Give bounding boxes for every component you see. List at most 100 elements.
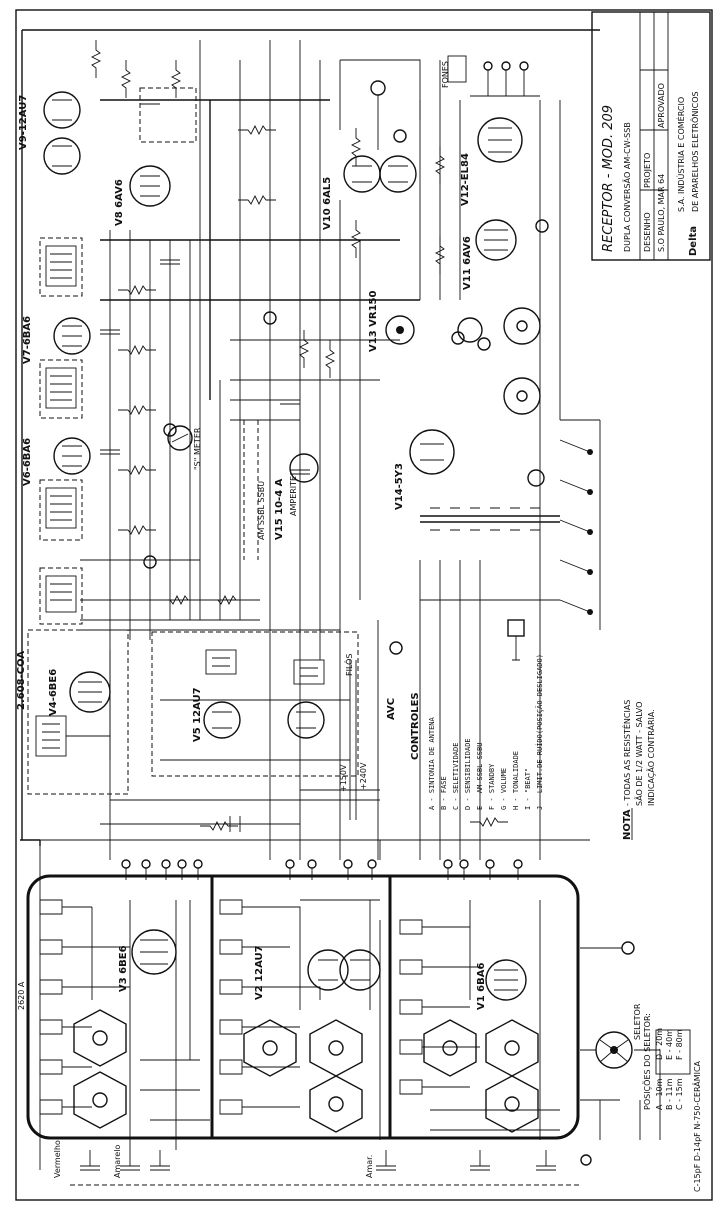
power-transformer (420, 469, 560, 531)
bus-labels: AVC +240V +150V (339, 698, 397, 792)
selector-label: SELETOR (633, 1003, 642, 1040)
power-plug (507, 619, 525, 661)
control-item-d: D - SENSIBILIDADE (464, 738, 472, 810)
controls-legend: CONTROLES A - SINTONIA DE ANTENA B - FAS… (410, 654, 544, 810)
tube-v4: V4-6BE6 (48, 669, 59, 716)
selector-pos-c: C - 15m (675, 1078, 684, 1110)
plus240-label: +240V (359, 762, 368, 790)
nota-heading: NOTA (622, 809, 633, 840)
mode-switch: AM SSBL SSBU (243, 420, 266, 560)
svg-text:V13 VR150: V13 VR150 (368, 291, 379, 352)
tube-v1: V1 6BA6 (476, 959, 527, 1010)
trimmer-capacitors: Vermelho Amarelo Amar. C-15pF D-14pF N-7… (53, 1060, 702, 1192)
chassis-label: 2620 A (17, 981, 26, 1010)
tube-v10: V10 6AL5 (322, 59, 421, 230)
title-block: RECEPTOR - MOD. 209 DUPLA CONVERSÃO AM-C… (591, 11, 711, 261)
tube-v7: V7-6BA6 (22, 316, 91, 364)
bus-wires (20, 29, 600, 860)
selector-pos-f: F - 80m (675, 1029, 684, 1060)
passive-components (90, 40, 508, 832)
control-item-i: I - "BEAT" (524, 768, 532, 810)
control-item-c: C - SELETIVIDADE (452, 743, 460, 810)
tube-v3: V3 6BE6 (118, 929, 177, 992)
terminal-row (39, 816, 590, 1170)
rf-frontend-block: 2620 A (17, 874, 580, 1140)
control-item-h: H - TONALIDADE (512, 751, 520, 810)
schematic-title: RECEPTOR - MOD. 209 (601, 105, 616, 252)
octal-sockets (457, 307, 541, 415)
tube-v9: V9-12AU7 (18, 91, 81, 175)
antenna-label-yellow: Amarelo (113, 1145, 122, 1178)
capacitor-note: C-15pF D-14pF N-750-CERÂMICA (691, 1060, 702, 1192)
company-logo: Delta (688, 226, 699, 256)
tube-v11: V11 6AV6 (462, 219, 517, 290)
control-item-g: G - VOLUME (500, 768, 508, 810)
control-markers (143, 129, 549, 655)
selector-pos-a: A - 10m (655, 1078, 664, 1110)
tube-v14: V14-5Y3 (394, 429, 455, 510)
svg-text:V8 6AV6: V8 6AV6 (114, 179, 125, 226)
tube-v8: V8 6AV6 (114, 165, 171, 226)
antenna-label-amar: Amar. (365, 1155, 374, 1178)
svg-text:V9-12AU7: V9-12AU7 (18, 95, 29, 150)
nota-line-3: INDICAÇÃO CONTRÁRIA. (645, 709, 656, 806)
svg-text:V6-6BA6: V6-6BA6 (22, 438, 33, 486)
selector-pos-e: E - 40m (665, 1029, 674, 1060)
svg-text:V14-5Y3: V14-5Y3 (394, 463, 405, 510)
if-transformers (39, 237, 83, 625)
svg-text:V15 10-4 A: V15 10-4 A (274, 478, 285, 540)
selector-pos-b: B - 11m (665, 1078, 674, 1110)
tube-v15: V15 10-4 A AMPERITE (274, 453, 319, 540)
control-item-f: F - STANDBY (488, 763, 496, 810)
tube-v12: V12-EL84 (460, 117, 523, 206)
aprovado-label: APROVADO (657, 83, 666, 128)
control-item-b: B - FASE (440, 776, 448, 810)
controls-heading: CONTROLES (410, 692, 421, 760)
schematic-subtitle: DUPLA CONVERSÃO AM-CW-SSB (622, 122, 632, 252)
svg-text:V11 6AV6: V11 6AV6 (462, 236, 473, 290)
filter-label: FILÔS (343, 653, 354, 676)
svg-text:V10 6AL5: V10 6AL5 (322, 177, 333, 230)
nota-line-1: - TODAS AS RESISTÊNCIAS (621, 700, 632, 806)
desenho-label: DESENHO (643, 212, 652, 252)
tube-v13: V13 VR150 (368, 291, 415, 352)
selector-heading: POSIÇÕES DO SELETOR: (641, 1013, 652, 1110)
svg-text:V1 6BA6: V1 6BA6 (476, 963, 487, 1010)
tube-v2: V2 12AU7 (254, 945, 381, 1000)
avc-label: AVC (386, 698, 397, 720)
plus150-label: +150V (339, 764, 348, 792)
fones-label: FONES (441, 61, 450, 88)
control-item-j: J - LIMIT.DE RUÍDO(POSIÇÃO DESLIGADO) (535, 654, 544, 810)
s-meter-label: "S" METER (193, 427, 202, 470)
date-label: S.O PAULO, MAR 64 (657, 174, 666, 252)
selector-pos-d: D - 20m (655, 1028, 664, 1060)
module-coa: 2.608-COA V4-6BE6 V5 12AU7 FILÔS (16, 629, 359, 795)
rf-coils (39, 899, 423, 1115)
svg-text:V2 12AU7: V2 12AU7 (254, 945, 265, 1000)
control-item-a: A - SINTONIA DE ANTENA (428, 716, 436, 810)
projeto-label: PROJETO (643, 153, 652, 188)
nota-line-2: SÃO DE 1/2 WATT - SALVO (634, 702, 644, 806)
selector-switch: SELETOR POSIÇÕES DO SELETOR: A - 10m B -… (580, 941, 691, 1140)
headphone-jack: FONES (441, 55, 540, 97)
tube-v6: V6-6BA6 (22, 437, 91, 486)
antenna-label-red: Vermelho (53, 1140, 62, 1178)
frontend-wiring (91, 899, 560, 1150)
svg-text:V7-6BA6: V7-6BA6 (22, 316, 33, 364)
control-item-e: E - AM-SSBL-SSBU (476, 743, 484, 810)
amperite-label: AMPERITE (289, 476, 298, 516)
nota-block: NOTA - TODAS AS RESISTÊNCIAS SÃO DE 1/2 … (621, 700, 656, 840)
company-line-1: S.A. INDÚSTRIA E COMÉRCIO (675, 97, 686, 212)
svg-text:V12-EL84: V12-EL84 (460, 153, 471, 206)
outer-frame (15, 9, 713, 1201)
svg-text:V3 6BE6: V3 6BE6 (118, 945, 129, 992)
right-switch-column (559, 419, 601, 630)
s-meter: "S" METER (167, 425, 202, 470)
company-line-2: DE APARELHOS ELETRÔNICOS (689, 91, 700, 212)
tube-v5: V5 12AU7 (192, 687, 203, 742)
bfo-can (139, 87, 197, 143)
mode-switch-label: AM SSBL SSBU (257, 481, 266, 540)
band-switch-wafers (73, 1009, 539, 1133)
